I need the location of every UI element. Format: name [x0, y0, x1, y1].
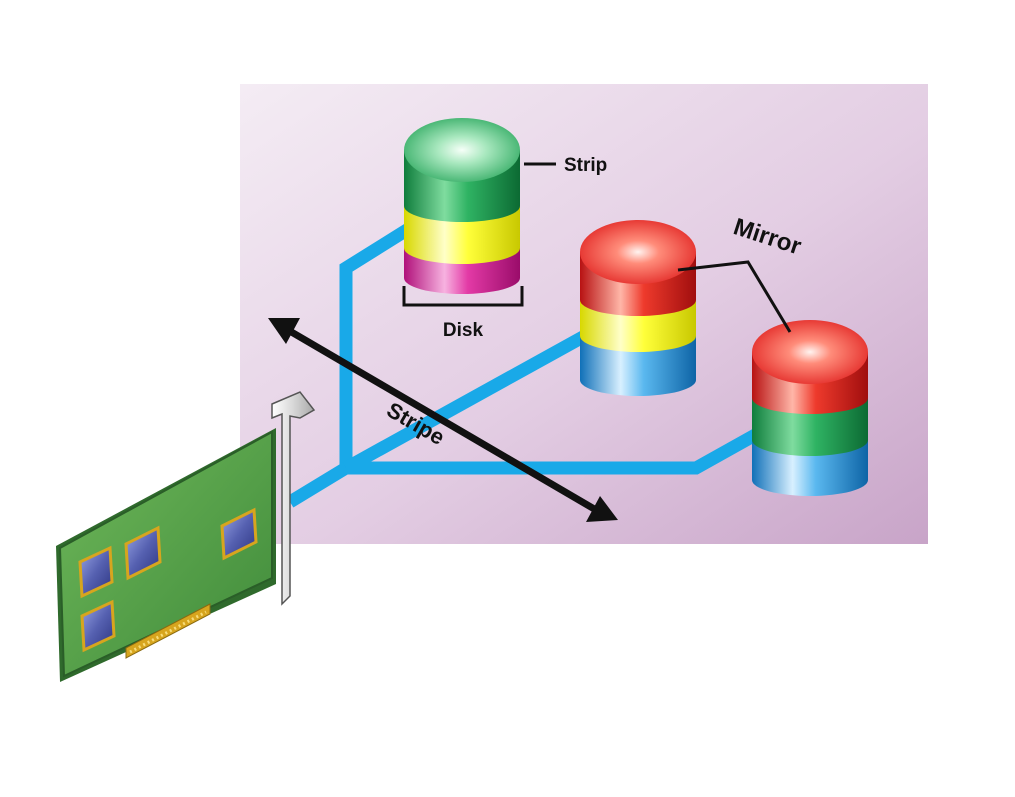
card-bracket	[271, 391, 316, 606]
cable-to-middle-disk	[342, 327, 594, 474]
disk-right-green-layer	[752, 398, 868, 456]
disk-middle-blue-layer	[580, 336, 696, 396]
strip-label: Strip	[564, 155, 607, 176]
cable-to-top-disk	[339, 222, 414, 468]
raid-controller-card	[56, 391, 316, 682]
disk-label: Disk	[443, 320, 484, 341]
chip-2	[124, 525, 162, 581]
disk-middle	[580, 220, 696, 396]
chip-3	[220, 507, 258, 561]
chip-1	[78, 545, 114, 599]
chip-4	[80, 599, 116, 653]
stripe-arrow-head-right	[586, 496, 618, 522]
disk-top-yellow-layer	[404, 206, 520, 264]
card-gold-pins	[129, 610, 207, 654]
disk-right-blue-layer	[752, 440, 868, 496]
disk-middle-lid	[580, 220, 696, 284]
cable-network	[286, 222, 768, 508]
stripe-arrow	[268, 318, 618, 522]
disk-top-lid	[404, 118, 520, 182]
cable-to-card	[286, 462, 350, 508]
stripe-arrow-head-left	[268, 318, 300, 344]
mirror-callout-line	[677, 260, 792, 333]
cable-to-right-disk	[346, 424, 768, 475]
disk-top	[404, 118, 520, 294]
disk-bracket	[402, 286, 524, 307]
card-gold-connector	[125, 603, 211, 659]
disk-right	[752, 320, 868, 496]
disk-right-lid	[752, 320, 868, 384]
